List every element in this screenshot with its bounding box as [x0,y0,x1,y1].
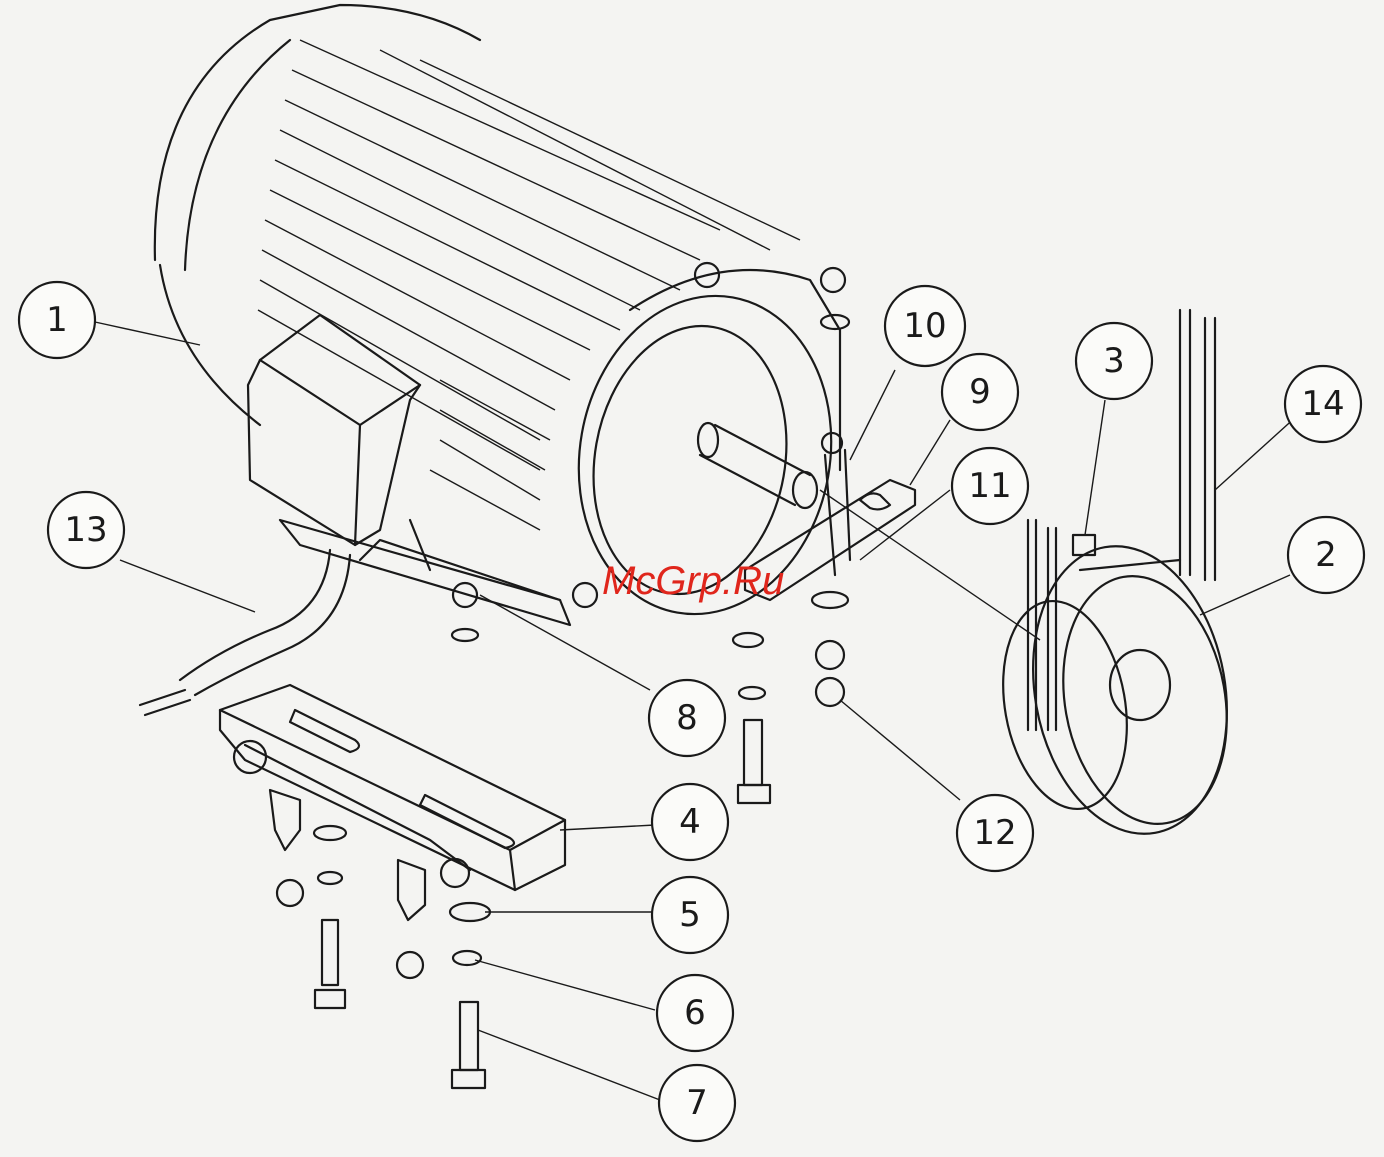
power-cable [140,550,350,715]
pulley [988,531,1249,850]
callout-label: 2 [1315,535,1337,575]
callout-11: 11 [952,448,1028,524]
hardware-stack-front [450,903,490,1088]
callout-9: 9 [942,354,1018,430]
callout-13: 13 [48,492,124,568]
callout-14: 14 [1285,366,1361,442]
callout-label: 4 [679,802,701,842]
callout-label: 8 [676,698,698,738]
callout-label: 5 [679,895,701,935]
callout-7: 7 [659,1065,735,1141]
callout-label: 10 [903,306,946,346]
hardware-stack-mid [452,583,770,803]
hardware-stack-left [270,790,425,1008]
callout-label: 14 [1301,384,1344,424]
callout-4: 4 [652,784,728,860]
motor-base-rail [220,685,565,890]
callout-label: 11 [968,466,1011,506]
callout-8: 8 [649,680,725,756]
callout-3: 3 [1076,323,1152,399]
motor-body [155,5,856,634]
callout-label: 13 [64,510,107,550]
callout-label: 7 [686,1083,708,1123]
callout-5: 5 [652,877,728,953]
callout-2: 2 [1288,517,1364,593]
callout-label: 12 [973,813,1016,853]
callout-12: 12 [957,795,1033,871]
callout-label: 3 [1103,341,1125,381]
callout-label: 9 [969,372,991,412]
watermark-text: McGrp.Ru [602,559,784,603]
callout-10: 10 [885,286,965,366]
callout-6: 6 [657,975,733,1051]
callout-1: 1 [19,282,95,358]
callout-label: 6 [684,993,706,1033]
callout-label: 1 [46,300,68,340]
